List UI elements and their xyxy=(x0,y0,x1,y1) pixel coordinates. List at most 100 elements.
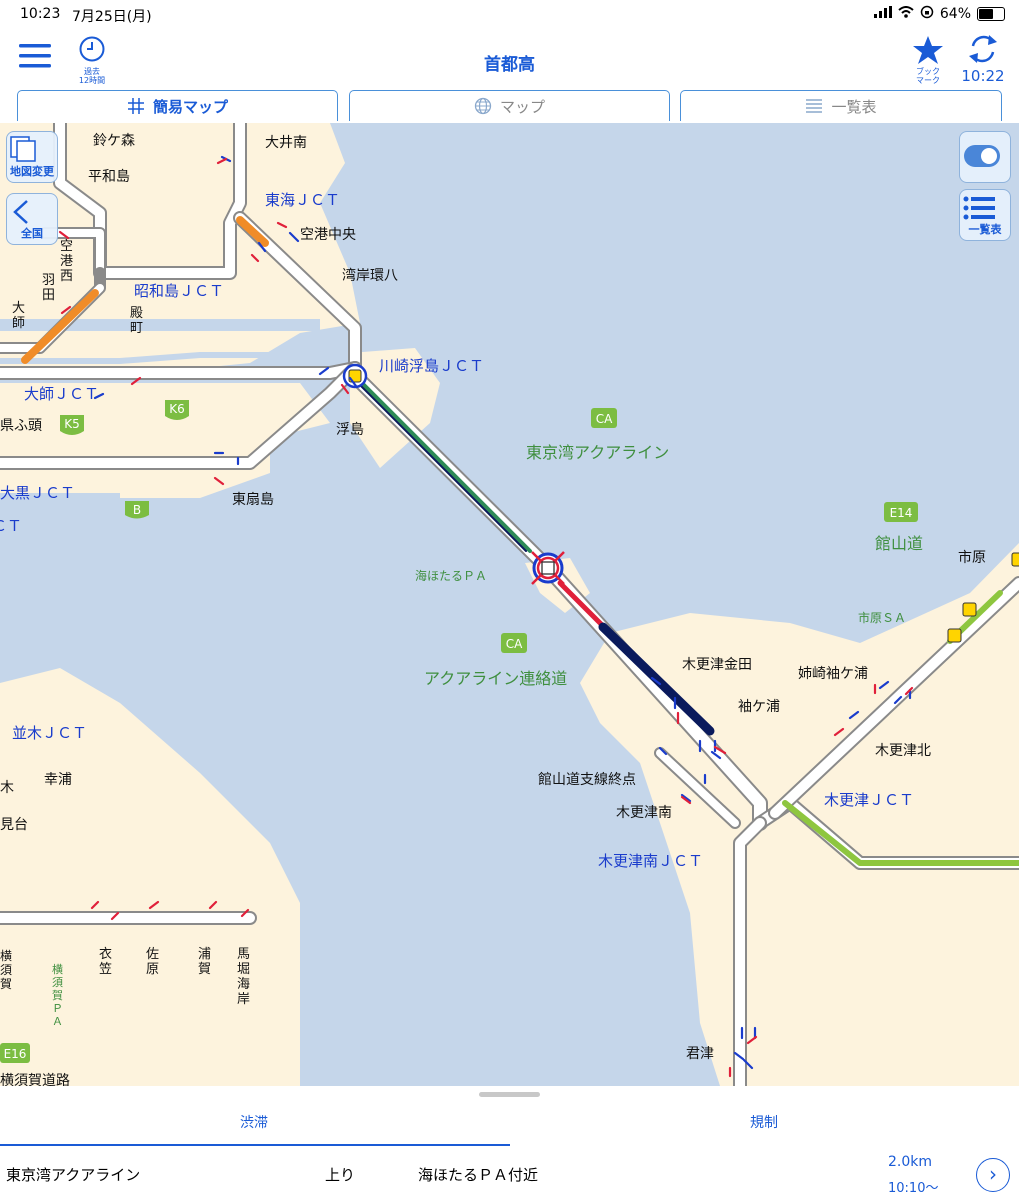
label-kisarazu-kita: 木更津北 xyxy=(875,743,931,759)
shield-k5-text: K5 xyxy=(64,417,80,431)
refresh-button[interactable]: 10:22 xyxy=(958,32,1008,85)
tateyama-marker xyxy=(947,628,962,643)
label-haneda: 羽田 xyxy=(42,273,56,303)
page-title: 首都高 xyxy=(484,55,535,75)
road-tateyama-inner xyxy=(770,578,1019,818)
tab-jutai[interactable]: 渋滞 xyxy=(240,1115,268,1131)
hamburger-icon xyxy=(19,44,51,68)
road-tateyama-south-inner xyxy=(735,818,765,1086)
shield-e16-text: E16 xyxy=(4,1047,27,1061)
label-tonomachi: 殿町 xyxy=(130,306,144,336)
simple-map[interactable]: K5 K6 B CA CA E14 E16 鈴ケ森 平和島 xyxy=(0,123,1019,1086)
history-label: 過去 12時間 xyxy=(78,67,106,85)
land-miura xyxy=(0,668,300,1086)
shield-k6: K6 xyxy=(165,400,189,420)
view-tabs: 簡易マップ マップ 一覧表 xyxy=(0,90,1019,123)
updated-time: 10:22 xyxy=(961,67,1005,85)
daishi-orange xyxy=(21,289,99,364)
toggle-switch-icon xyxy=(964,145,1000,167)
label-yokosuka-pa: 横須賀ＰＡ xyxy=(52,963,63,1028)
road-haneda-loop-inner xyxy=(55,123,245,278)
label-oiminami: 大井南 xyxy=(265,135,307,151)
map-change-button[interactable]: 地図変更 xyxy=(6,131,58,183)
label-dai-partial: 見台 xyxy=(0,817,28,833)
label-higashi-ogijima: 東扇島 xyxy=(232,492,274,508)
label-ki-partial: 木 xyxy=(0,780,14,796)
label-namiki-jct: 並木ＪＣＴ xyxy=(12,724,87,742)
label-kuko-chuo: 空港中央 xyxy=(300,227,356,243)
label-uraga: 浦賀 xyxy=(198,947,212,977)
tab-map[interactable]: マップ xyxy=(349,90,670,121)
label-ichihara-sa: 市原ＳＡ xyxy=(858,610,906,625)
grid-icon xyxy=(127,98,144,114)
shield-ca-2: CA xyxy=(501,633,527,653)
road-k6-inner xyxy=(0,363,360,378)
tokai-orange xyxy=(236,216,269,247)
bookmark-label: ブック マーク xyxy=(916,67,940,85)
tab-list-label: 一覧表 xyxy=(831,97,877,116)
label-heiwajima: 平和島 xyxy=(88,169,130,185)
list-icon xyxy=(963,196,995,220)
chevron-left-icon xyxy=(13,200,28,224)
entry-direction: 上り xyxy=(325,1166,356,1184)
wifi-icon xyxy=(898,6,914,22)
detail-button[interactable]: › xyxy=(976,1158,1010,1192)
rotation-lock-icon xyxy=(920,5,934,23)
label-kisarazu-kaneda: 木更津金田 xyxy=(682,657,752,673)
road-wangan-south-inner xyxy=(0,363,360,468)
label-kisarazu-jct: 木更津ＪＣＴ xyxy=(824,791,914,809)
label-aqualine-renrakudo: アクアライン連絡道 xyxy=(424,669,567,688)
aqualine-green xyxy=(358,379,532,553)
drag-handle[interactable] xyxy=(479,1092,540,1097)
label-daishi: 大師 xyxy=(12,301,26,331)
label-showajima-jct: 昭和島ＪＣＴ xyxy=(134,282,224,300)
label-sodegaura: 袖ケ浦 xyxy=(738,699,780,715)
status-right: 64% xyxy=(873,5,1005,23)
umihotaru-closure-marker xyxy=(531,551,565,585)
label-tateyamado-shisen: 館山道支線終点 xyxy=(538,771,636,788)
list-button[interactable]: 一覧表 xyxy=(959,189,1011,241)
label-tokyowan-aqualine: 東京湾アクアライン xyxy=(526,443,669,462)
river-keihin xyxy=(0,352,340,364)
label-yokosuka-partial: 横須賀 xyxy=(0,949,13,991)
list-label: 一覧表 xyxy=(968,223,1002,236)
label-futo: 県ふ頭 xyxy=(0,418,42,434)
shield-b-text: B xyxy=(133,503,141,517)
toggle-button[interactable] xyxy=(959,131,1011,183)
land-haneda xyxy=(0,123,360,368)
tab-list[interactable]: 一覧表 xyxy=(680,90,1002,121)
label-suzugamori: 鈴ケ森 xyxy=(93,133,135,149)
status-time: 10:23 xyxy=(20,6,61,22)
shield-ca2-text: CA xyxy=(506,637,523,651)
entry-since: 10:10〜 xyxy=(888,1181,939,1196)
shield-e14-text: E14 xyxy=(890,506,913,520)
globe-icon xyxy=(474,97,492,115)
road-wangan-north-inner xyxy=(235,213,360,373)
label-kisarazu-minami-jct: 木更津南ＪＣＴ xyxy=(598,852,703,870)
label-kuko-nishi: 空港西 xyxy=(60,239,74,284)
label-anegasaki-sodegaura: 姉崎袖ケ浦 xyxy=(798,666,868,682)
menu-button[interactable] xyxy=(18,42,52,74)
tab-simple-map-label: 簡易マップ xyxy=(152,97,228,116)
tab-simple-map[interactable]: 簡易マップ xyxy=(17,90,338,121)
layers-icon xyxy=(10,136,36,162)
entry-road: 東京湾アクアライン xyxy=(6,1166,141,1184)
map-canvas: K5 K6 B CA CA E14 E16 鈴ケ森 平和島 xyxy=(0,123,1019,1086)
bookmark-button[interactable]: ブック マーク xyxy=(908,35,948,85)
label-wangan-kanpachi: 湾岸環八 xyxy=(342,267,398,284)
zenkoku-button[interactable]: 全国 xyxy=(6,193,58,245)
shield-e14: E14 xyxy=(884,502,918,522)
bottom-panel: 渋滞 規制 東京湾アクアライン 上り 海ほたるＰＡ付近 2.0km 10:10〜… xyxy=(0,1086,1019,1200)
tab-underline xyxy=(0,1144,510,1146)
tab-kisei[interactable]: 規制 xyxy=(750,1115,778,1131)
road-showajima-inner xyxy=(41,229,104,277)
history-button[interactable]: 過去 12時間 xyxy=(72,35,112,85)
entry-length: 2.0km xyxy=(888,1154,933,1170)
road-shisen-inner xyxy=(656,749,739,827)
aqualine-navy-thin xyxy=(355,380,527,552)
shield-k6-text: K6 xyxy=(169,402,185,416)
list-item[interactable]: 東京湾アクアライン 上り 海ほたるＰＡ付近 2.0km 10:10〜 › xyxy=(0,1146,1019,1200)
ichihara-sa-marker xyxy=(962,602,977,617)
label-daishi-jct: 大師ＪＣＴ xyxy=(24,385,99,403)
label-ukishima: 浮島 xyxy=(336,422,364,438)
